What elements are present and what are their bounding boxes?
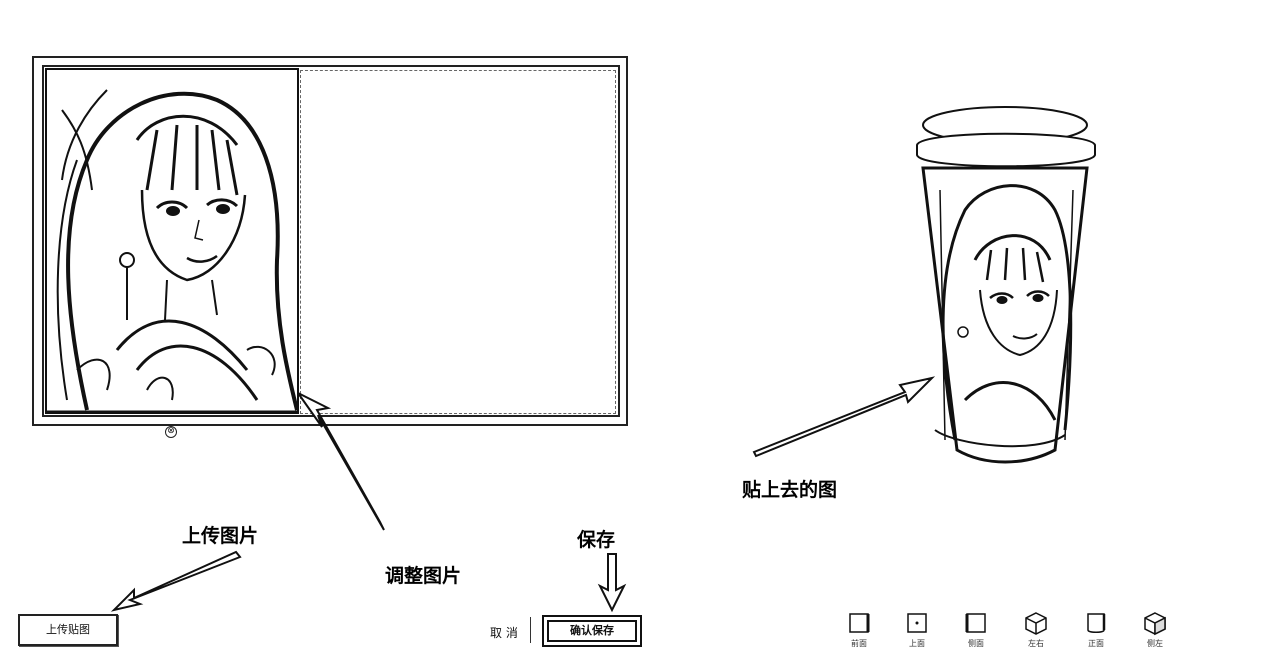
- view-left-right-button[interactable]: 左右: [1019, 610, 1053, 654]
- cup-illustration: [916, 106, 1096, 464]
- annotation-save: 保存: [577, 529, 616, 551]
- cube-side-icon: [965, 613, 986, 633]
- view-cup-front-button[interactable]: 正面: [1079, 610, 1113, 654]
- cancel-button[interactable]: 取 消: [490, 626, 518, 640]
- uploaded-artwork[interactable]: [45, 68, 299, 414]
- rotate-handle-icon[interactable]: ⊗: [165, 426, 177, 438]
- view-front-button[interactable]: 前面: [842, 610, 876, 654]
- view-top-button[interactable]: 上面: [900, 610, 934, 654]
- artwork-illustration: [47, 70, 297, 412]
- save-confirm-button[interactable]: 确认保存: [542, 615, 642, 647]
- annotation-adjust-image: 调整图片: [385, 565, 462, 587]
- annotation-applied-image: 贴上去的图: [742, 479, 838, 501]
- annotation-upload-image: 上传图片: [182, 525, 259, 547]
- cube-iso-left-icon: [1025, 612, 1047, 635]
- view-side-button[interactable]: 侧面: [959, 610, 993, 654]
- upload-sticker-button[interactable]: 上传贴图: [18, 614, 118, 646]
- view-side-left-button[interactable]: 侧左: [1138, 610, 1172, 654]
- cup-preview: [905, 100, 1110, 470]
- cube-iso-icon: [1144, 612, 1166, 636]
- cup-front-icon: [1087, 613, 1106, 633]
- cube-front-icon: [849, 613, 870, 633]
- cube-top-icon: [907, 613, 927, 633]
- print-area-outline: [300, 70, 616, 414]
- button-divider: [530, 617, 531, 643]
